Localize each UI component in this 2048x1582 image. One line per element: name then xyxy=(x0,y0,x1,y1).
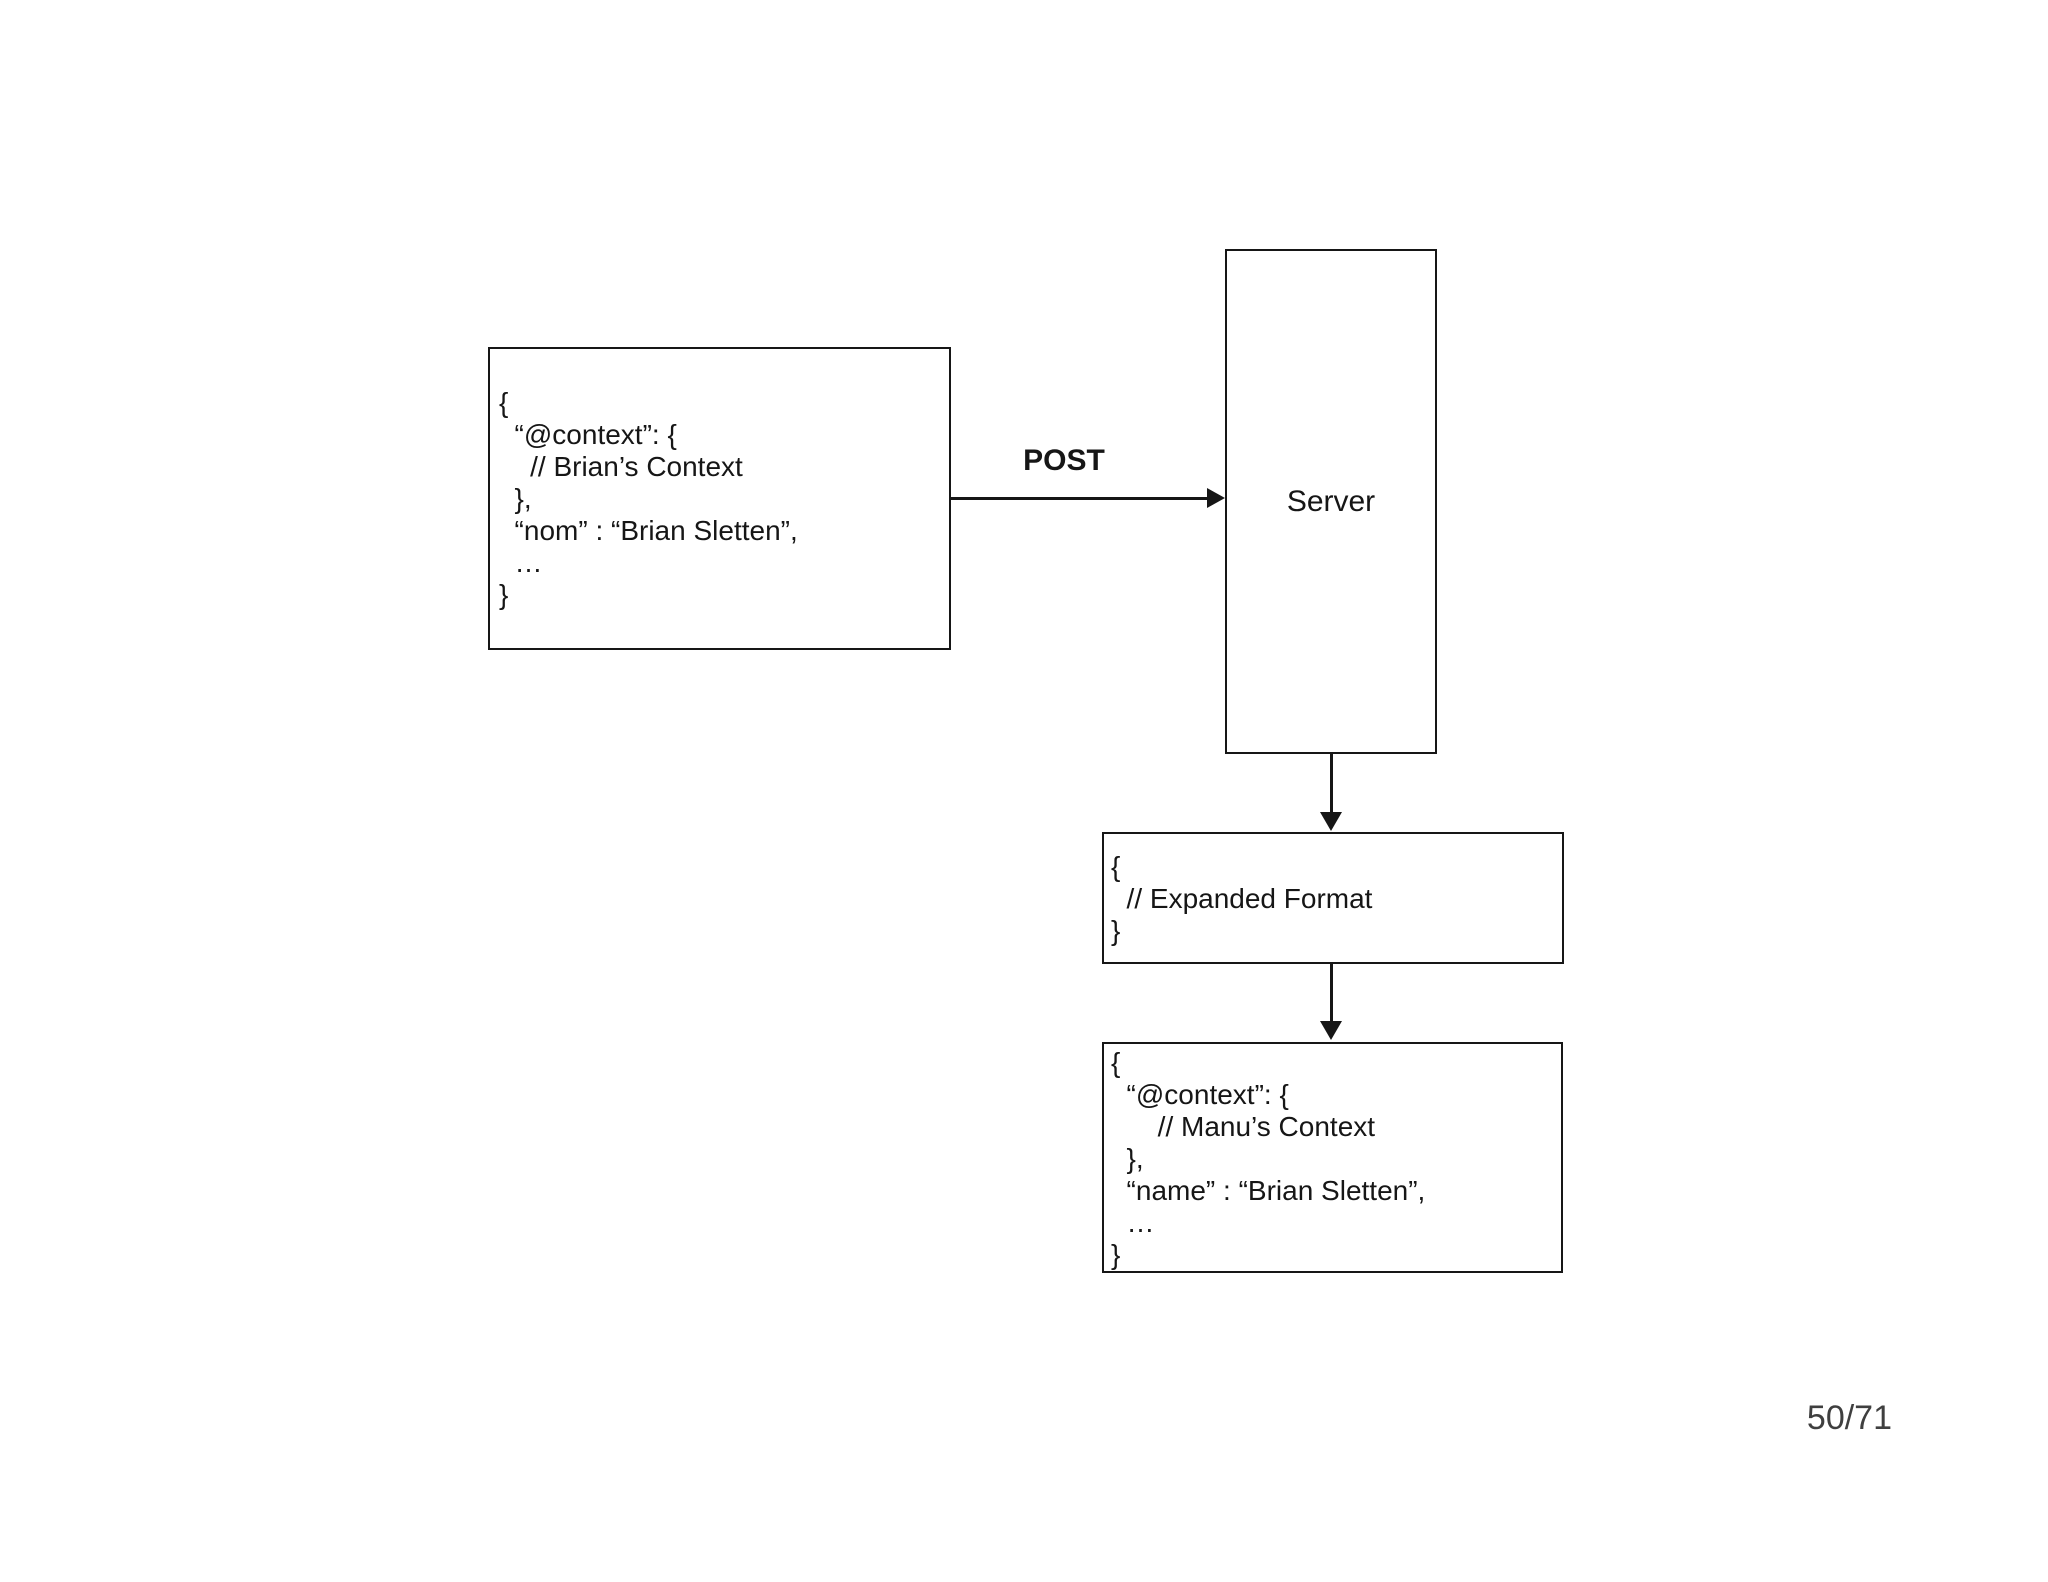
recompacted-json-box: { “@context”: { // Manu’s Context }, “na… xyxy=(1102,1042,1563,1273)
server-box: Server xyxy=(1225,249,1437,754)
post-arrowhead-icon xyxy=(1207,488,1225,508)
server-to-expanded-arrowhead-icon xyxy=(1320,812,1342,831)
expanded-to-recompacted-arrow-line xyxy=(1330,964,1333,1021)
expanded-format-box: { // Expanded Format } xyxy=(1102,832,1564,964)
expanded-format-code: { // Expanded Format } xyxy=(1111,851,1373,946)
page-number: 50/71 xyxy=(1806,1399,1892,1437)
server-label: Server xyxy=(1286,484,1376,518)
post-arrow-label: POST xyxy=(1023,444,1105,477)
server-to-expanded-arrow-line xyxy=(1330,754,1333,812)
compact-json-code: { “@context”: { // Brian’s Context }, “n… xyxy=(499,387,798,610)
expanded-to-recompacted-arrowhead-icon xyxy=(1320,1021,1342,1040)
post-arrow-line xyxy=(951,497,1207,500)
compact-json-box: { “@context”: { // Brian’s Context }, “n… xyxy=(488,347,951,650)
recompacted-json-code: { “@context”: { // Manu’s Context }, “na… xyxy=(1111,1047,1426,1270)
